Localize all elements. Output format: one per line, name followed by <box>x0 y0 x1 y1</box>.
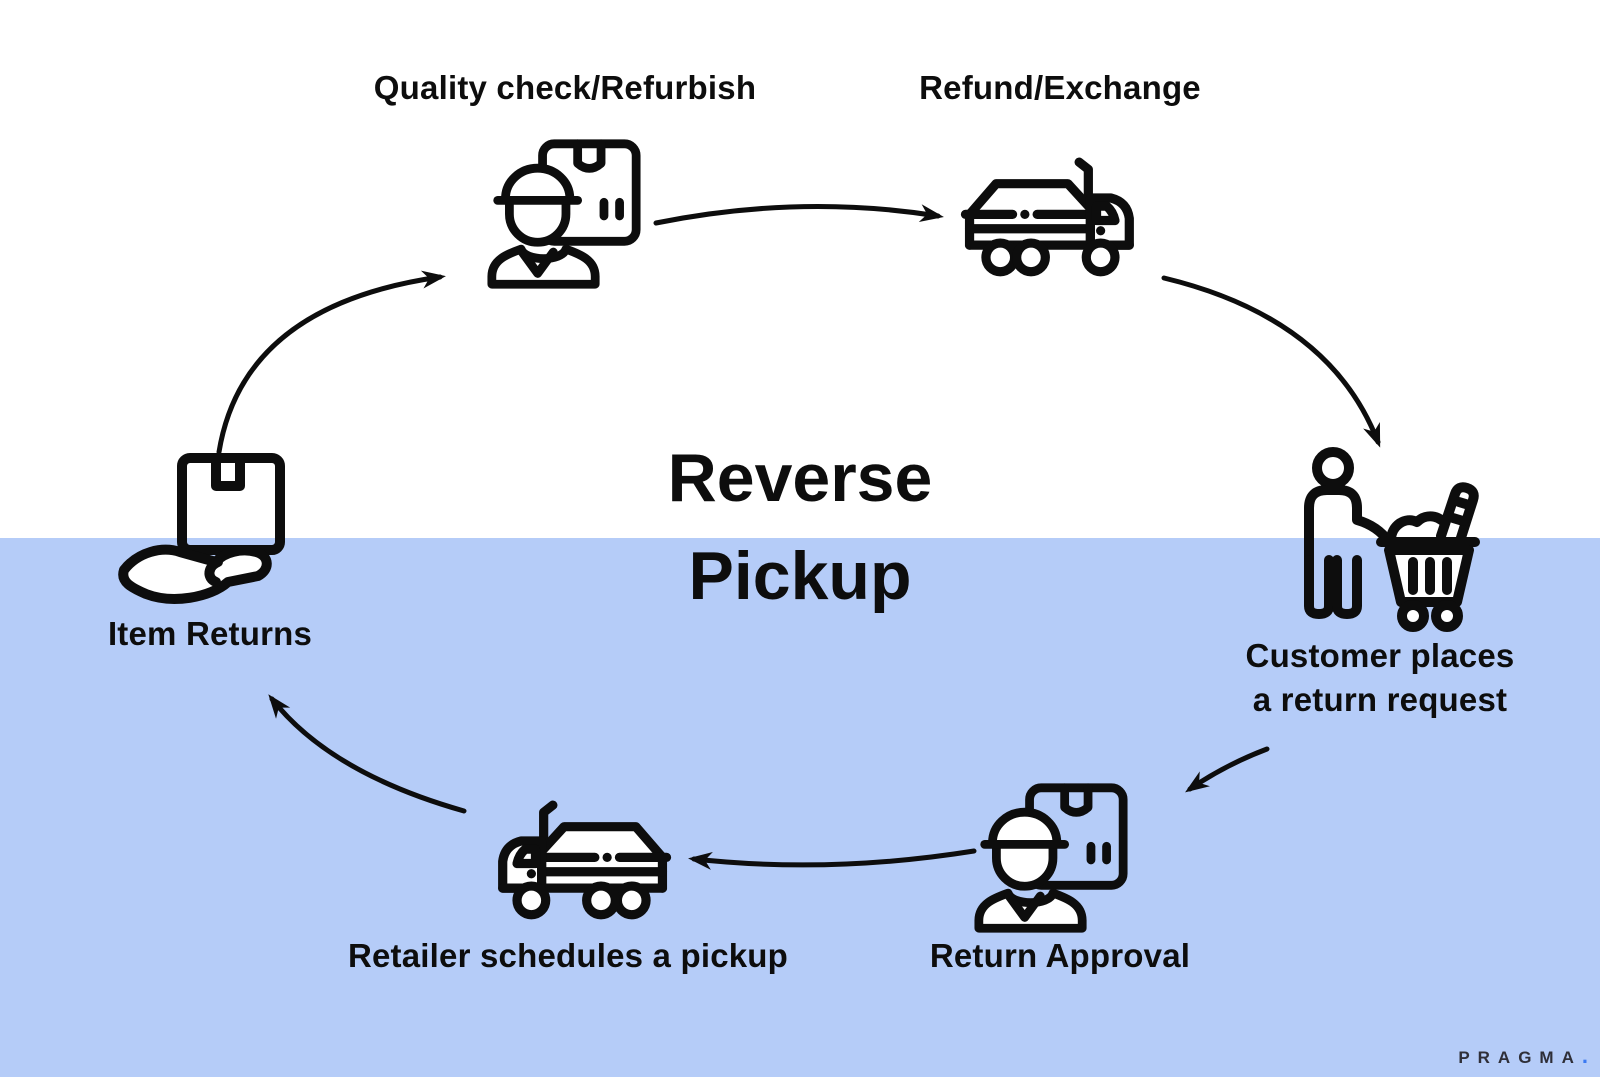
page-title: Reverse Pickup <box>500 429 1100 625</box>
blue-background-band <box>0 538 1600 1077</box>
label-customer-line2: a return request <box>1252 681 1508 718</box>
label-customer-return-request: Customer places a return request <box>1080 634 1600 722</box>
label-refund-exchange: Refund/Exchange <box>919 69 1201 106</box>
hand-box-icon <box>112 452 292 622</box>
title-line1: Reverse <box>667 440 933 516</box>
pragma-logo: PRAGMA. <box>1458 1043 1588 1069</box>
pragma-logo-text: PRAGMA <box>1458 1048 1582 1067</box>
delivery-truck-icon <box>482 798 677 926</box>
label-item-returns: Item Returns <box>107 615 313 652</box>
customer-cart-icon <box>1293 446 1483 636</box>
label-customer-line1: Customer places <box>1245 637 1515 674</box>
label-retailer-schedules-pickup: Retailer schedules a pickup <box>347 937 789 974</box>
courier-box-icon <box>486 136 642 292</box>
label-quality-check-refurbish: Quality check/Refurbish <box>373 69 757 106</box>
delivery-truck-icon <box>955 155 1150 283</box>
courier-box-icon <box>973 780 1129 936</box>
title-line2: Pickup <box>688 538 912 614</box>
label-return-approval: Return Approval <box>929 937 1191 974</box>
arrow-item-returns-to-quality <box>216 270 446 455</box>
arrow-refund-to-customer <box>1161 275 1381 448</box>
pragma-logo-dot: . <box>1581 1043 1588 1068</box>
arrow-quality-to-refund <box>653 204 944 226</box>
